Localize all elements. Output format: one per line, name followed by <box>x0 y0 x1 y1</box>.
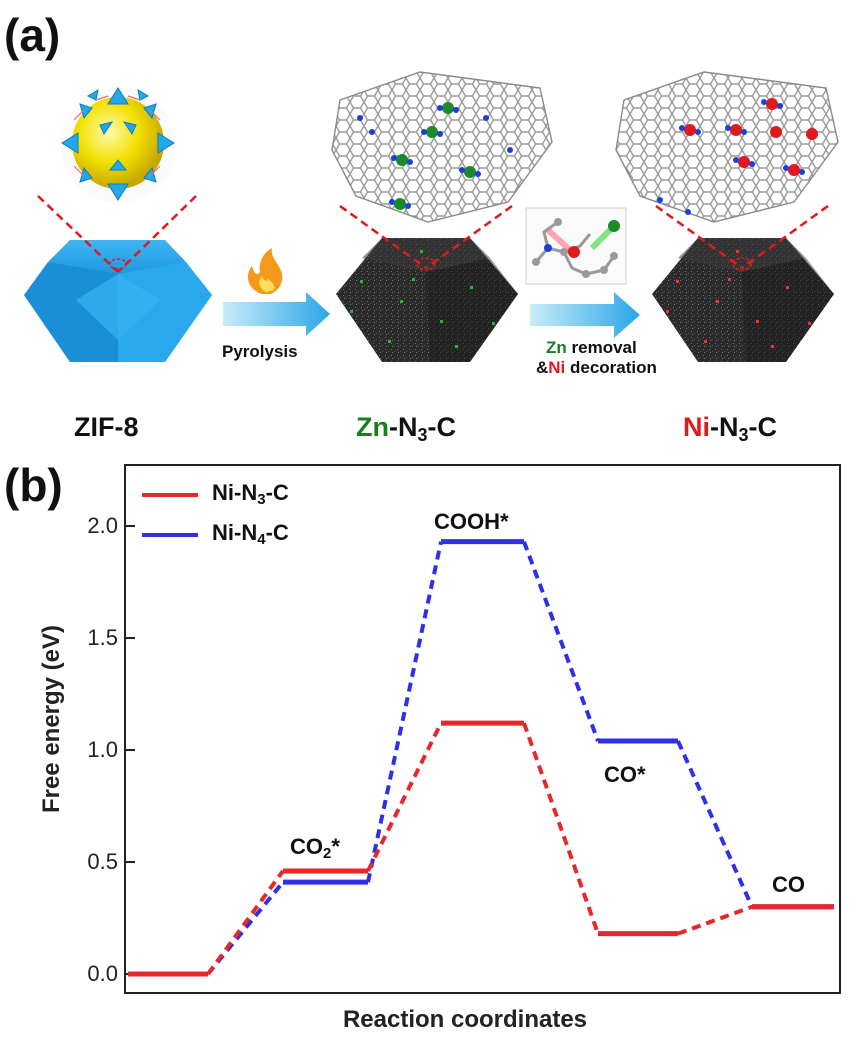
state-label-co2: CO2* <box>290 834 340 862</box>
zif8-framework-graphic <box>60 87 176 203</box>
y-axis-ticks <box>125 525 135 975</box>
transition-ni-n3-c <box>677 904 753 936</box>
transition-ni-n3-c <box>366 722 443 872</box>
transition-ni-n4-c <box>522 540 600 742</box>
legend-swatch-red <box>142 493 198 497</box>
flame-icon <box>247 248 283 294</box>
state-label-co-star: CO* <box>604 762 646 787</box>
ni-carbon-crystal-graphic <box>652 238 834 362</box>
panel-a-letter: (a) <box>4 9 61 61</box>
ni-graphene-sheet-graphic <box>615 71 839 223</box>
legend-item-ni-n4-c: Ni-N4-C <box>140 518 370 552</box>
zn-graphene-sheet-graphic <box>331 71 553 223</box>
zif8-label: ZIF-8 <box>74 412 139 442</box>
y-tick-label: 0.5 <box>87 849 118 874</box>
transition-ni-n3-c <box>206 869 285 976</box>
ni-word: Ni <box>548 358 566 377</box>
zn-ni-exchange-inset-graphic <box>525 207 627 285</box>
state-label-co: CO <box>772 872 805 897</box>
panel-b-letter: (b) <box>4 459 63 511</box>
zn-word: Zn <box>546 338 567 357</box>
series-lines <box>128 539 834 977</box>
legend-swatch-blue <box>142 533 198 537</box>
pyrolysis-label: Pyrolysis <box>222 342 298 361</box>
decoration-word: decoration <box>565 358 657 377</box>
state-label-cooh: COOH* <box>434 509 509 534</box>
ni-n3-c-label: Ni-N3-C <box>683 412 778 445</box>
ampersand: & <box>536 358 549 377</box>
transition-ni-n4-c <box>676 740 754 908</box>
transition-ni-n4-c <box>366 541 443 883</box>
y-tick-label: 2.0 <box>87 513 118 538</box>
y-axis-title: Free energy (eV) <box>38 624 65 814</box>
zn-removal-arrow-graphic <box>530 292 640 338</box>
legend-item-ni-n3-c: Ni-N3-C <box>140 478 370 512</box>
pyrolysis-arrow-graphic <box>223 248 330 336</box>
legend-label: Ni-N3-C <box>212 480 289 508</box>
zn-carbon-crystal-graphic <box>336 238 518 362</box>
ni-decoration-label: &Ni decoration <box>536 358 657 378</box>
y-tick-label: 1.5 <box>87 625 118 650</box>
y-tick-label: 1.0 <box>87 737 118 762</box>
zn-removal-label: Zn removal <box>546 338 637 358</box>
legend: Ni-N3-C Ni-N4-C <box>140 478 370 558</box>
plot-frame <box>124 464 841 994</box>
legend-label: Ni-N4-C <box>212 520 289 548</box>
panel-a-illustration <box>24 71 839 362</box>
transition-ni-n3-c <box>522 722 600 935</box>
free-energy-chart <box>124 464 841 994</box>
zn-n3-c-label: Zn-N3-C <box>356 412 457 445</box>
zif8-crystal-graphic <box>24 240 212 362</box>
y-tick-label: 0.0 <box>87 961 118 986</box>
x-axis-title: Reaction coordinates <box>342 1006 588 1033</box>
removal-word: removal <box>566 338 637 357</box>
zif8-zoom-lines <box>37 195 197 273</box>
